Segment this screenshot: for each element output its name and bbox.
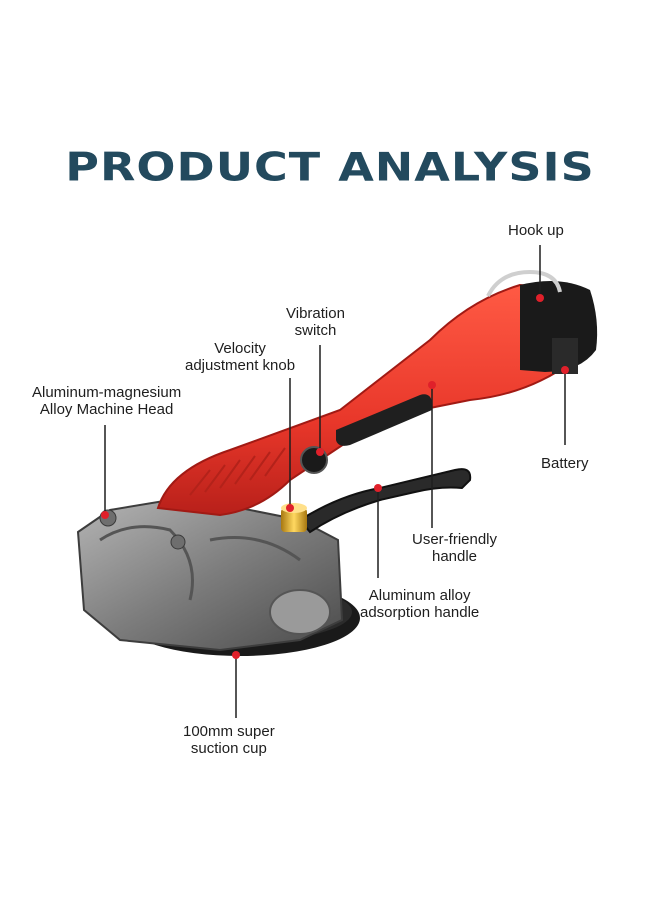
label-vibration-line2: switch [294,322,337,339]
label-battery: Battery [541,455,589,472]
red-handle-body [156,283,561,517]
label-handle-line2: handle [431,548,478,565]
label-hook-text: Hook up [508,222,564,239]
label-vibration-line1: Vibration [286,305,345,322]
label-suction-line1: 100mm super [183,723,275,740]
label-adsorption-handle: Aluminum alloy adsorption handle [360,587,479,621]
label-suction-line2: suction cup [190,740,267,757]
label-adsorption-line1: Aluminum alloy [368,587,471,604]
label-handle-line1: User-friendly [412,531,498,548]
label-adsorption-line2: adsorption handle [360,604,480,621]
hook [486,269,562,297]
label-velocity-knob: Velocity adjustment knob [185,340,295,374]
label-battery-text: Battery [541,455,589,472]
label-head-line1: Aluminum-magnesium [32,384,182,401]
leader-lines [104,245,566,718]
machine-head [76,498,344,652]
label-hook: Hook up [508,222,564,239]
battery-pack [520,281,598,374]
label-head-line2: Alloy Machine Head [39,401,174,418]
marker-dots [101,294,569,659]
label-user-friendly-handle: User-friendly handle [412,531,497,565]
label-velocity-line1: Velocity [214,340,266,357]
adsorption-handle-lever [298,468,472,534]
label-velocity-line2: adjustment knob [185,357,296,374]
velocity-knob [281,503,307,532]
page-title: PRODUCT ANALYSIS [65,144,595,190]
label-machine-head: Aluminum-magnesium Alloy Machine Head [32,384,181,418]
label-suction-cup: 100mm super suction cup [183,723,275,757]
label-vibration-switch: Vibration switch [286,305,345,339]
